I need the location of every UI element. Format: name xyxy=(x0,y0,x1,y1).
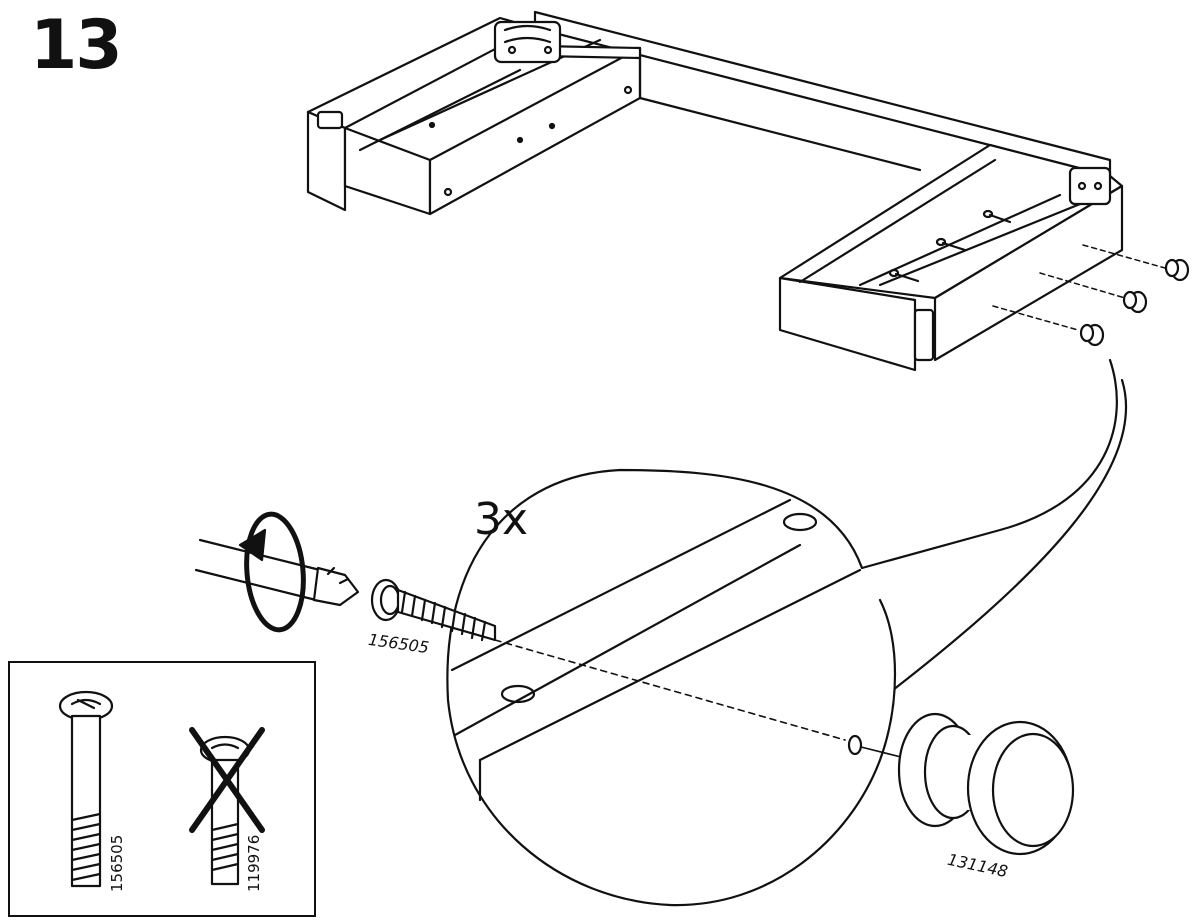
bolt-part xyxy=(370,578,497,642)
inset-bolt-correct xyxy=(58,690,114,888)
cross-mark-icon xyxy=(189,727,265,833)
bolt-comparison-box xyxy=(8,661,316,917)
step-number: 13 xyxy=(30,6,123,85)
screwdriver xyxy=(194,538,360,607)
knob-part xyxy=(897,712,1075,856)
quantity-label: 3x xyxy=(474,494,529,545)
frame xyxy=(306,10,1190,372)
correct-bolt-part-number: 156505 xyxy=(108,834,126,892)
detail-magnifier xyxy=(446,358,1128,907)
wrong-bolt-part-number: 119976 xyxy=(245,834,263,892)
rotate-clockwise-icon xyxy=(238,511,306,633)
